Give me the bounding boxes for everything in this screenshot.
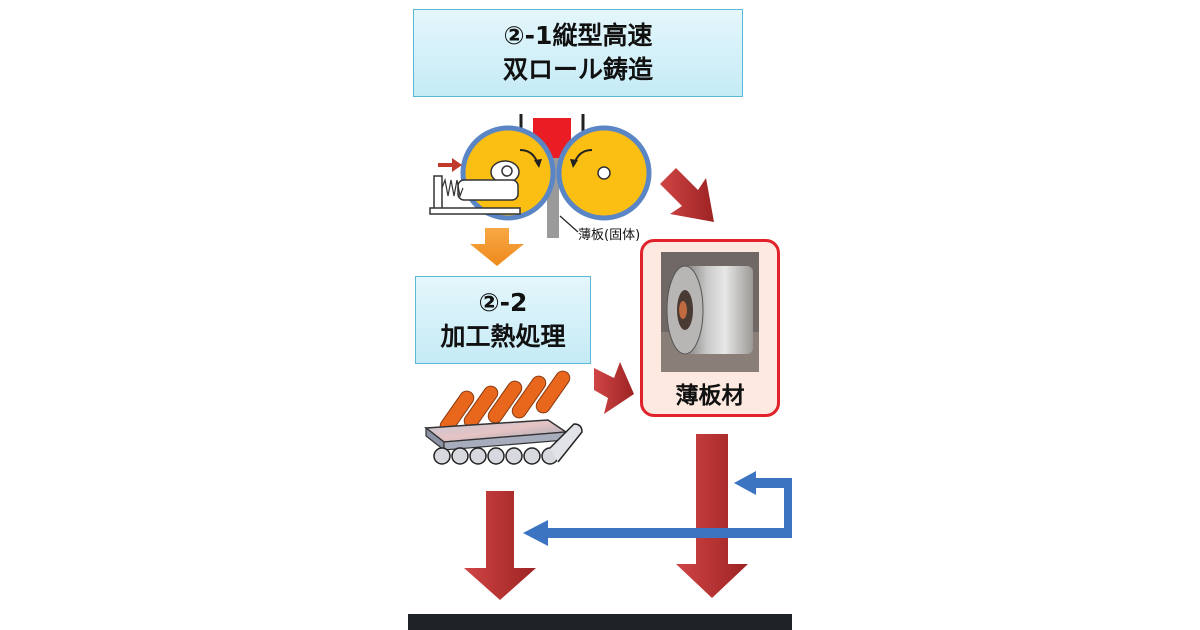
red-arrow-process2-to-sheet bbox=[594, 362, 634, 414]
rolling-mill-illustration bbox=[423, 370, 583, 465]
coil-photo bbox=[661, 252, 759, 372]
process-title-box: ②-1縦型高速 双ロール鋳造 bbox=[413, 9, 743, 97]
process2-box: ②-2 加工熱処理 bbox=[415, 276, 591, 364]
process-title-line2: 双ロール鋳造 bbox=[502, 55, 653, 84]
process2-line2: 加工熱処理 bbox=[440, 322, 566, 351]
red-down-arrow-right bbox=[676, 434, 748, 598]
product-box: 薄板材 bbox=[640, 239, 780, 417]
red-down-arrow-left bbox=[464, 491, 536, 600]
spring bbox=[441, 177, 464, 199]
blue-feedback-lines bbox=[523, 471, 792, 546]
process-title-line1: ②-1縦型高速 bbox=[503, 21, 653, 51]
diagram-panel: ②-1縦型高速 双ロール鋳造 bbox=[408, 0, 792, 630]
strip-label: 薄板(固体) bbox=[578, 228, 641, 243]
bottom-bar bbox=[408, 614, 792, 630]
push-arrow bbox=[438, 158, 462, 172]
red-arrow-to-sheet bbox=[660, 168, 714, 222]
orange-down-arrow bbox=[470, 228, 524, 266]
process2-line1: ②-2 bbox=[478, 288, 528, 318]
diagram-graphics bbox=[423, 114, 792, 600]
twin-roll-caster bbox=[429, 114, 652, 238]
roll-actuator bbox=[457, 179, 519, 201]
product-label: 薄板材 bbox=[675, 383, 745, 409]
